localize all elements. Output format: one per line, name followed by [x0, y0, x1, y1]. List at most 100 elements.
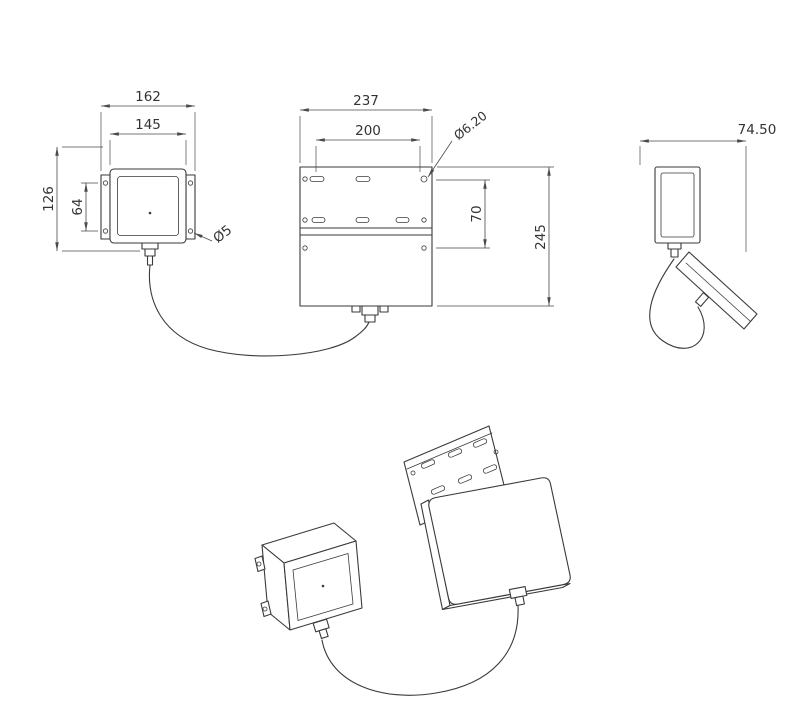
dim-label-dia5: Ø5 [210, 222, 235, 246]
connector-nut [364, 314, 376, 323]
iso-panel [420, 477, 571, 611]
panel-holes-row3 [302, 245, 427, 251]
slot [355, 176, 371, 182]
connector-nut [514, 595, 525, 607]
cable-front-to-plate [148, 264, 370, 357]
connector-nut [670, 248, 679, 258]
slot [420, 459, 436, 469]
plate-outline [299, 166, 433, 307]
dim-plate-hole-pitch-v: 70 [436, 179, 490, 249]
box-face-inset [292, 553, 354, 621]
ear-hole [262, 606, 268, 612]
extension-lines [436, 179, 490, 249]
slot [457, 474, 473, 484]
slot [309, 176, 325, 182]
connector-body [361, 305, 379, 316]
connector-base [667, 242, 682, 250]
dim-label-64: 64 [70, 198, 86, 215]
led-dot [148, 211, 152, 215]
mounting-hole [187, 180, 194, 186]
mounting-hole [102, 228, 109, 234]
slot [472, 438, 488, 448]
bracket-slots-row2 [302, 217, 427, 223]
right-flange [185, 174, 196, 240]
side-view: 74.50 [639, 122, 777, 349]
flange-mounting-holes [102, 180, 194, 234]
extension-lines [109, 140, 187, 165]
extension-lines [100, 112, 196, 171]
cable-side-view [649, 258, 705, 349]
dim-plate-overall-width: 237 [299, 93, 433, 163]
bracket-slots-row1 [302, 175, 428, 183]
mounting-hole [102, 180, 109, 186]
bracket-panel-joint [299, 227, 433, 236]
hole [302, 245, 308, 251]
extension-lines [62, 146, 140, 252]
dim-plate-overall-height: 245 [437, 166, 554, 307]
dim-front-hole-spacing: 64 [70, 182, 98, 232]
connector-nut [318, 628, 329, 640]
hole [302, 176, 308, 182]
side-connector [667, 242, 682, 258]
dim-label-145: 145 [135, 117, 161, 133]
slot [311, 217, 326, 223]
reader-body [109, 168, 187, 244]
leader-line [427, 140, 453, 178]
dim-label-dia620: Ø6.20 [451, 108, 490, 143]
hole-dia-6-20 [420, 175, 428, 183]
ear-tab [260, 600, 272, 618]
slot [482, 464, 498, 474]
extension-lines [315, 146, 421, 172]
side-tilted-plate [675, 251, 758, 330]
led-dot [321, 584, 325, 588]
front-connector [141, 242, 159, 266]
connector-nut [144, 248, 156, 257]
ear-tab [254, 555, 266, 573]
dim-plate-hole-pitch-h: 200 [315, 123, 421, 172]
iso-reader-box [254, 522, 363, 640]
front-view: 162 145 126 64 Ø5 [41, 89, 370, 357]
extension-lines [639, 146, 747, 252]
isometric-view [254, 425, 571, 696]
ear-hole [256, 561, 262, 567]
slot [395, 217, 410, 223]
left-flange [100, 174, 111, 240]
reader-face [117, 176, 179, 236]
hole [493, 449, 499, 455]
extension-lines [437, 166, 554, 307]
panel-face [428, 477, 571, 605]
dim-front-body-width: 145 [109, 117, 187, 165]
extension-lines [299, 116, 433, 163]
bracket-bend-line [406, 432, 493, 470]
dim-label-7450: 74.50 [738, 122, 777, 138]
connector-lug [379, 305, 389, 313]
dim-front-overall-width: 162 [100, 89, 196, 171]
slot [430, 485, 446, 495]
dim-side-overall-depth: 74.50 [639, 122, 777, 252]
mounting-hole [187, 228, 194, 234]
hole [410, 470, 416, 476]
plate-view: 237 200 Ø6.20 70 245 [299, 93, 554, 323]
leader-line [193, 232, 213, 242]
plate-connector-nub [694, 292, 710, 307]
dim-label-126: 126 [41, 186, 57, 212]
connector-base [141, 242, 159, 250]
callout-plate-hole-diameter: Ø6.20 [427, 108, 490, 178]
side-face [660, 172, 695, 238]
slot [355, 217, 370, 223]
bracket-slots [410, 438, 499, 495]
callout-front-hole-diameter: Ø5 [193, 222, 235, 247]
connector-lug [351, 305, 361, 313]
dim-front-overall-height: 126 [41, 146, 140, 252]
box-connector [312, 618, 330, 640]
hole [421, 245, 427, 251]
box-ears [254, 555, 272, 618]
dim-label-200: 200 [355, 123, 381, 139]
dim-label-162: 162 [135, 89, 161, 105]
extension-lines [81, 182, 98, 232]
panel-connector [508, 585, 528, 607]
dim-label-237: 237 [353, 93, 379, 109]
hole [421, 217, 427, 223]
